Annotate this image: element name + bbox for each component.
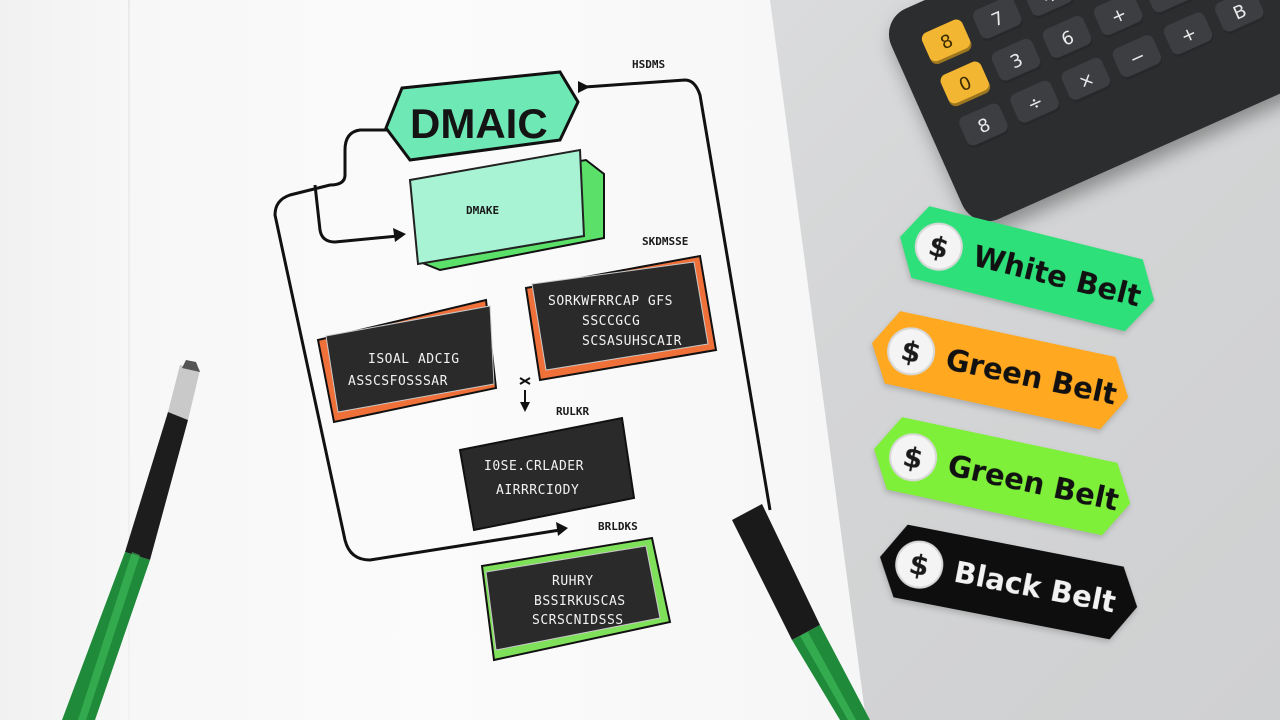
label-middle: RULKR bbox=[556, 405, 589, 418]
calc-key[interactable]: + bbox=[1091, 0, 1146, 40]
green-pen-left bbox=[62, 360, 200, 720]
green-pen-right bbox=[732, 504, 870, 720]
calc-key[interactable]: 3 bbox=[989, 36, 1044, 86]
analyze-box bbox=[325, 305, 495, 413]
label-top: HSDMS bbox=[632, 58, 665, 71]
calc-key[interactable]: 8 bbox=[957, 101, 1012, 151]
calc-key[interactable]: − bbox=[1110, 33, 1165, 82]
analyze-box-line2: ASSCSFOSSSAR bbox=[348, 374, 448, 389]
label-right: SKDMSSE bbox=[642, 235, 688, 248]
analyze-box-line1: ISOAL ADCIG bbox=[368, 352, 460, 367]
improve-box-line1: SORKWFRRCAP GFS bbox=[548, 294, 673, 309]
dmaic-title-shape bbox=[384, 70, 580, 162]
calc-key[interactable]: 0 bbox=[938, 59, 993, 109]
dmaic-title: DMAIC bbox=[410, 100, 548, 147]
improve-box-line2: SSCCGCG bbox=[582, 314, 640, 329]
result-box bbox=[485, 545, 661, 651]
calc-key[interactable]: 6 bbox=[1040, 13, 1095, 63]
label-bottom: BRLDKS bbox=[598, 520, 638, 533]
result-box-line3: SCRSCNIDSSS bbox=[532, 613, 624, 628]
calc-key[interactable]: 4 bbox=[1021, 0, 1076, 21]
improve-box-line3: SCSASUHSCAIR bbox=[582, 334, 682, 349]
calc-key[interactable]: + bbox=[1161, 10, 1216, 60]
measure-box-label: DMAKE bbox=[466, 204, 499, 217]
calc-key[interactable]: ÷ bbox=[1008, 78, 1063, 128]
calc-key[interactable]: B bbox=[1212, 0, 1267, 37]
result-box-line2: BSSIRKUSCAS bbox=[534, 594, 626, 609]
improve-box bbox=[531, 261, 709, 371]
calc-key[interactable]: 8 bbox=[919, 17, 974, 67]
measure-box bbox=[408, 148, 586, 266]
result-box-line1: RUHRY bbox=[552, 574, 594, 589]
calc-key[interactable]: 7 bbox=[970, 0, 1025, 44]
calc-key[interactable]: × bbox=[1059, 55, 1114, 105]
paper-fold bbox=[128, 0, 130, 720]
control-box bbox=[458, 416, 636, 532]
control-box-line1: I0SE.CRLADER bbox=[484, 459, 584, 474]
control-box-line2: AIRRRCIODY bbox=[496, 483, 579, 498]
